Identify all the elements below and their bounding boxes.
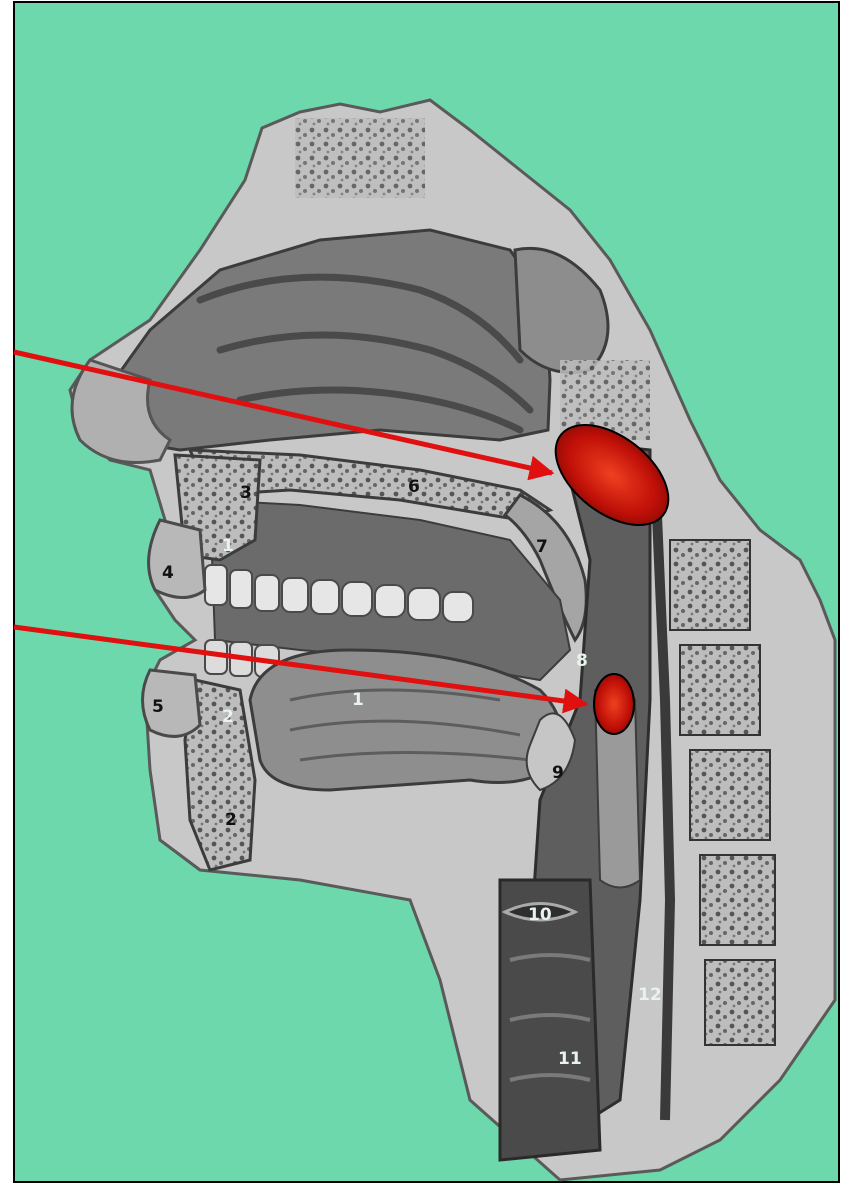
label-uvula: 8 [576,651,588,671]
label-tongue: 1 [352,690,364,710]
label-maxilla: 3 [240,483,252,503]
label-upper-lip: 4 [162,563,174,583]
oropharynx-highlight [594,674,634,734]
label-epiglottis: 9 [552,763,564,783]
label-upper-teeth: 1 [222,536,234,556]
upper-lip [149,520,205,598]
label-lower-teeth: 2 [222,707,234,727]
label-esophagus: 12 [638,985,662,1005]
frontal-bone [295,118,425,198]
label-larynx: 11 [558,1049,582,1069]
label-vocal-cords: 10 [528,905,552,925]
label-hard-palate: 6 [408,477,420,497]
label-mandible: 2 [225,810,237,830]
label-soft-palate: 7 [536,537,548,557]
label-lower-lip: 5 [152,697,164,717]
